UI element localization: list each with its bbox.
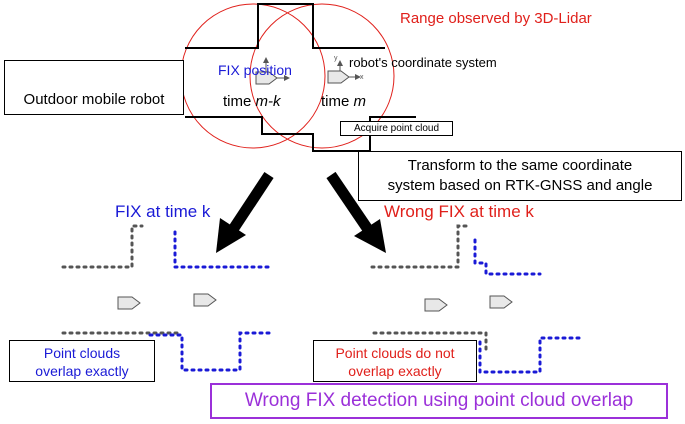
time-mk-variable: m-k — [255, 93, 281, 110]
robot-icon-time-mk — [255, 57, 290, 85]
lidar-range-label: Range observed by 3D-Lidar — [400, 10, 592, 27]
left-cloud-gray — [61, 224, 184, 335]
time-mk-prefix: time — [223, 93, 256, 110]
outdoor-robot-label: Outdoor mobile robot — [23, 91, 165, 108]
no-overlap-line-2: overlap exactly — [348, 363, 442, 379]
time-m-prefix: time — [321, 93, 354, 110]
transform-line-1: Transform to the same coordinate — [407, 157, 633, 174]
robot-coord-label: robot's coordinate system — [349, 55, 497, 70]
wrong-fix-detection-box: Wrong FIX detection using point cloud ov… — [210, 383, 668, 419]
robot-icon-time-m — [327, 60, 361, 84]
right-cloud-gray — [370, 224, 488, 354]
axis-y-label: y — [334, 55, 338, 62]
right-cloud-blue — [473, 238, 582, 374]
left-cloud-blue — [148, 230, 272, 372]
overlap-line-2: overlap exactly — [35, 363, 129, 379]
time-mk-label: time m-k — [223, 94, 281, 109]
wrong-fix-time-k-label: Wrong FIX at time k — [384, 202, 534, 221]
transform-box: Transform to the same coordinate system … — [358, 151, 682, 201]
arrow-to-fix — [216, 171, 274, 253]
left-robot-gray-icon — [117, 296, 141, 310]
lidar-range-circle-current — [249, 3, 395, 149]
right-robot-gray-icon — [424, 298, 448, 312]
no-overlap-box: Point clouds do not overlap exactly — [313, 340, 477, 382]
no-overlap-line-1: Point clouds do not — [335, 345, 455, 361]
overlap-line-1: Point clouds — [43, 345, 121, 361]
axis-x-label: x — [360, 74, 364, 81]
right-robot-blue-icon — [489, 295, 513, 309]
overlap-exactly-box: Point clouds overlap exactly — [9, 340, 155, 382]
fix-position-label: FIX position — [218, 62, 292, 78]
outdoor-robot-legend-box: Outdoor mobile robot — [4, 60, 184, 115]
fix-time-k-label: FIX at time k — [115, 202, 211, 221]
arrow-to-wrong-fix — [326, 171, 386, 253]
corridor-top-wall — [185, 3, 385, 49]
time-m-label: time m — [321, 94, 366, 109]
transform-line-2: system based on RTK-GNSS and angle — [387, 177, 653, 194]
left-robot-blue-icon — [193, 293, 217, 307]
acquire-point-cloud-label: Acquire point cloud — [340, 121, 453, 136]
time-m-variable: m — [353, 93, 367, 110]
